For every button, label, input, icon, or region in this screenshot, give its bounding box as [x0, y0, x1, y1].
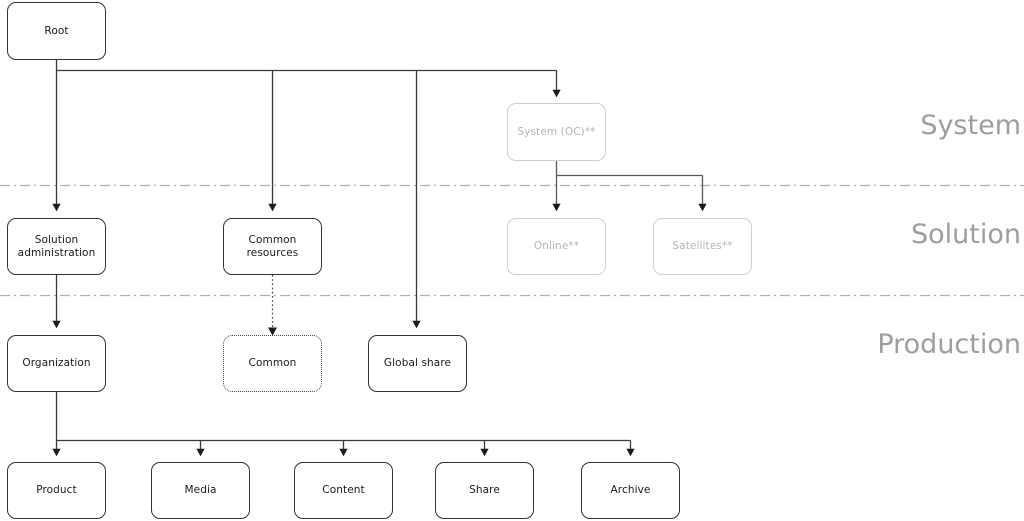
- node-satellites[interactable]: Satellites**: [653, 218, 752, 275]
- node-media[interactable]: Media: [151, 462, 250, 519]
- zone-label-production-text: Production: [877, 329, 1021, 360]
- node-organization-label: Organization: [22, 357, 91, 369]
- zone-label-solution-text: Solution: [911, 219, 1021, 250]
- edges-from-root: [52, 60, 561, 329]
- node-archive[interactable]: Archive: [581, 462, 680, 519]
- node-product[interactable]: Product: [7, 462, 106, 519]
- node-root[interactable]: Root: [7, 2, 106, 60]
- node-share-label: Share: [469, 484, 500, 496]
- node-archive-label: Archive: [610, 484, 651, 496]
- node-common-label: Common: [248, 357, 297, 369]
- zone-label-production: Production: [744, 330, 1021, 360]
- node-system-oc[interactable]: System (OC)**: [507, 103, 606, 161]
- node-content-label: Content: [322, 484, 365, 496]
- node-product-label: Product: [36, 484, 77, 496]
- node-global-share-label: Global share: [383, 357, 452, 369]
- node-share[interactable]: Share: [435, 462, 534, 519]
- node-content[interactable]: Content: [294, 462, 393, 519]
- node-global-share[interactable]: Global share: [368, 335, 467, 392]
- zone-label-system: System: [804, 111, 1021, 141]
- node-system-oc-label: System (OC)**: [517, 125, 596, 138]
- node-organization[interactable]: Organization: [7, 335, 106, 392]
- edges-from-organization: [52, 392, 635, 457]
- node-root-label: Root: [44, 24, 69, 37]
- node-common[interactable]: Common: [223, 335, 322, 392]
- edges-from-system-oc: [552, 161, 707, 212]
- zone-label-system-text: System: [920, 110, 1021, 141]
- node-media-label: Media: [184, 484, 217, 496]
- node-online[interactable]: Online**: [507, 218, 606, 275]
- node-online-label: Online**: [533, 240, 580, 252]
- node-satellites-label: Satellites**: [672, 240, 733, 252]
- zone-label-solution: Solution: [804, 220, 1021, 250]
